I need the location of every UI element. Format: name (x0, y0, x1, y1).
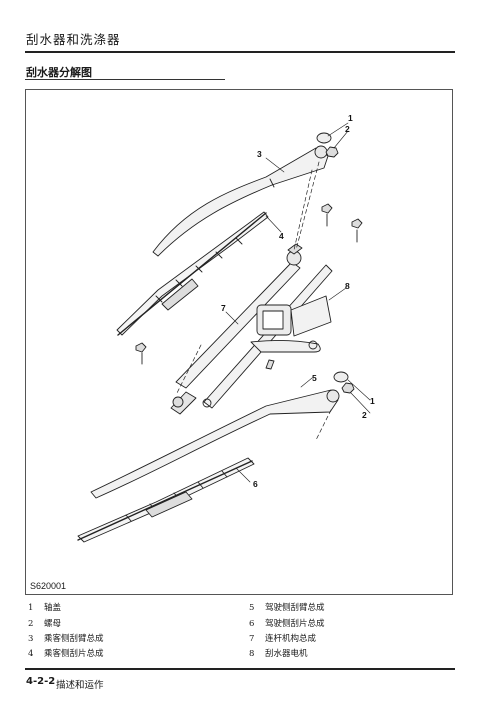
callout-1-bottom: 1 (370, 396, 375, 406)
leader-lines (225, 122, 371, 483)
section-rule (25, 79, 225, 80)
header-rule (25, 51, 455, 53)
passenger-cap-and-nut (316, 132, 339, 158)
callout-5: 5 (312, 373, 317, 383)
footer-page-number: 4-2-2 (26, 676, 56, 687)
mounting-bolts (135, 203, 363, 370)
linkage-assembly (170, 243, 333, 415)
callout-2-bottom: 2 (362, 410, 367, 420)
passenger-wiper-arm (152, 145, 329, 257)
callout-6: 6 (253, 479, 258, 489)
footer-text: 描述和运作 (56, 680, 104, 691)
driver-wiper-arm (90, 389, 340, 499)
driver-cap-and-nut (333, 371, 355, 394)
passenger-wiper-blade (116, 211, 269, 336)
wiper-motor (250, 295, 332, 353)
driver-wiper-blade (77, 457, 255, 543)
callout-labels: 1 2 3 4 5 6 7 8 1 2 (221, 113, 375, 489)
assembly-lines (175, 161, 332, 441)
callout-4: 4 (279, 231, 284, 241)
wiper-exploded-diagram: 1 2 3 4 5 6 7 8 1 2 (77, 113, 375, 543)
section-title: 刮水器分解图 (26, 66, 92, 79)
figure-code: S620001 (30, 581, 67, 591)
figure-frame: 1 2 3 4 5 6 7 8 1 2 S620001 (25, 89, 453, 595)
footer-rule (25, 668, 455, 670)
callout-7: 7 (221, 303, 226, 313)
callout-3: 3 (257, 149, 262, 159)
callout-8: 8 (345, 281, 350, 291)
callout-1-top: 1 (348, 113, 353, 123)
header-title: 刮水器和洗涤器 (26, 32, 121, 47)
callout-2-top: 2 (345, 124, 350, 134)
